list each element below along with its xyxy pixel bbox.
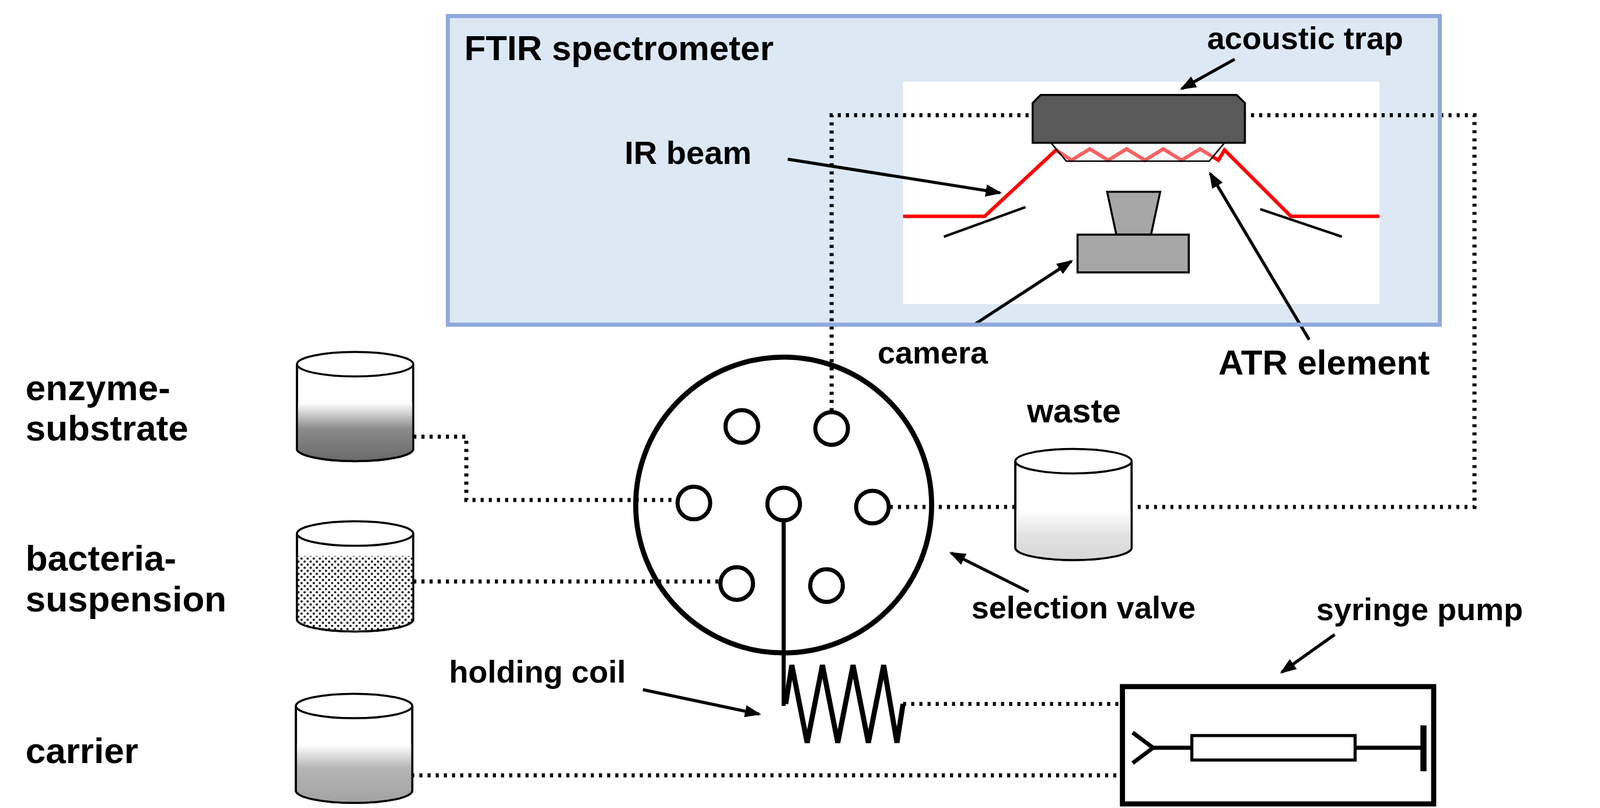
spectrometer-panel-ground: [448, 16, 1441, 325]
atr-element: [1050, 142, 1225, 162]
camera: [1077, 191, 1190, 273]
leader-arrow: [951, 553, 1029, 592]
leader-arrow: [1210, 173, 1310, 340]
selection-valve: [809, 569, 843, 603]
tubing: [411, 115, 1442, 776]
selection-valve: [677, 486, 711, 520]
tubing: [411, 773, 1121, 778]
reservoir: [295, 706, 412, 803]
reservoir: [295, 745, 412, 804]
reservoir-label: bacteria- suspension: [25, 516, 293, 641]
spectrometer-panel-ground: [448, 16, 1441, 325]
leader-arrow: [1181, 58, 1235, 89]
spectrometer-panel-ground: [903, 81, 1381, 305]
syringe-pump: [1132, 732, 1192, 764]
node-label: enzyme- substrate: [25, 367, 189, 449]
reservoir: [297, 533, 414, 632]
panel-title: FTIR spectrometer: [464, 28, 774, 68]
camera: [1106, 191, 1161, 235]
selection-valve: [815, 411, 848, 445]
reservoir-label: carrier: [25, 704, 293, 799]
tubing-solid: [783, 521, 786, 705]
syringe-pump: [1122, 686, 1434, 805]
reservoir: [295, 706, 412, 803]
selection-valve: [725, 410, 758, 443]
reservoir: [297, 364, 414, 461]
callout-label: acoustic trap: [1207, 20, 1404, 56]
reservoir: [297, 364, 414, 461]
mirror: [944, 207, 1026, 237]
holding-coil: [785, 665, 904, 743]
camera: [1077, 234, 1190, 273]
selection-valve: [635, 357, 932, 653]
reservoir: [295, 693, 412, 719]
selection-valve: [856, 490, 889, 524]
syringe-pump: [1192, 735, 1356, 761]
syringe-pump: [1354, 745, 1424, 750]
syringe-pump: [1420, 725, 1427, 772]
leader-arrow: [974, 261, 1072, 325]
callout-label: holding coil: [448, 654, 626, 690]
node-label: waste: [1026, 392, 1121, 431]
reservoir: [297, 521, 414, 547]
instrument-panel: FTIR spectrometer: [445, 14, 1442, 327]
reservoir: [295, 351, 1132, 803]
selection-valve: [767, 487, 800, 521]
tubing-connector: [1137, 115, 1475, 508]
reservoir: [297, 351, 414, 377]
acoustic-trap: [1032, 95, 1246, 143]
reservoir: [1015, 460, 1132, 561]
tubing-solid: [783, 521, 786, 705]
reservoir-label: enzyme- substrate: [25, 347, 293, 470]
reservoir: [1015, 448, 1132, 474]
reservoir: [1015, 509, 1132, 561]
callout-label: IR beam: [624, 134, 752, 172]
holding-coil: [785, 665, 904, 743]
leader-arrow: [787, 159, 1001, 194]
callout-label: selection valve: [971, 589, 1196, 625]
reservoir-label: waste: [1010, 392, 1138, 566]
tubing: [903, 701, 1121, 707]
reservoir: [297, 403, 414, 462]
selection-valve: [720, 567, 754, 600]
leader-arrow: [643, 689, 760, 715]
callout-label: ATR element: [1218, 343, 1430, 383]
mirror: [1260, 208, 1343, 237]
tubing: [831, 115, 1033, 412]
callout-label: camera: [877, 334, 988, 370]
node-label: bacteria- suspension: [25, 538, 227, 620]
atr-element: [1050, 142, 1225, 162]
callout-label: syringe pump: [1316, 591, 1523, 627]
tubing: [1244, 113, 1442, 118]
acoustic-trap: [1032, 95, 1246, 143]
leader-arrow: [1281, 634, 1335, 673]
reservoir: [297, 533, 414, 632]
tubing: [889, 505, 1016, 510]
node-label: carrier: [25, 730, 139, 771]
tubing: [413, 579, 720, 584]
reservoir: [297, 556, 414, 632]
selection-valve: [635, 357, 932, 653]
reservoir: [1015, 460, 1132, 561]
syringe-pump: [1122, 686, 1434, 805]
